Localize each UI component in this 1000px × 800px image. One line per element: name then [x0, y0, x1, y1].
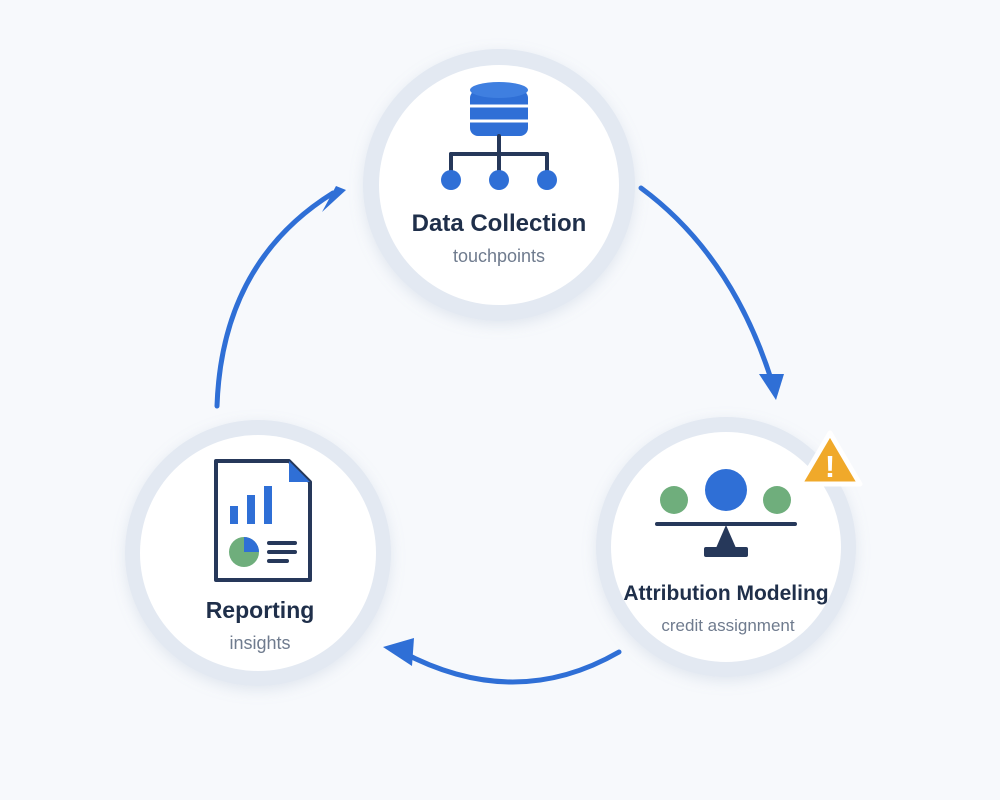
database-network-icon [441, 82, 557, 190]
node-reporting[interactable]: Reporting insights [125, 420, 391, 686]
balance-scale-icon [655, 469, 797, 557]
node-title: Attribution Modeling [623, 582, 828, 605]
arrow-collection-to-attribution [638, 185, 775, 385]
arrow-attribution-to-reporting [399, 649, 622, 685]
report-document-icon [214, 459, 312, 582]
node-subtitle: credit assignment [661, 616, 795, 635]
warning-icon[interactable]: ! [797, 430, 863, 487]
arrowhead-to-reporting [383, 638, 414, 666]
warning-mark: ! [825, 449, 835, 484]
arrow-reporting-to-collection [214, 190, 336, 409]
node-subtitle: touchpoints [453, 246, 545, 266]
node-subtitle: insights [229, 633, 290, 653]
arrowhead-to-attribution [759, 374, 784, 400]
arrowhead-to-collection [322, 186, 346, 212]
node-title: Reporting [206, 597, 315, 623]
cycle-arrows [214, 185, 784, 685]
node-data-collection[interactable]: Data Collection touchpoints [363, 49, 635, 321]
node-title: Data Collection [412, 210, 587, 237]
node-attribution-modeling[interactable]: Attribution Modeling credit assignment ! [596, 417, 863, 677]
